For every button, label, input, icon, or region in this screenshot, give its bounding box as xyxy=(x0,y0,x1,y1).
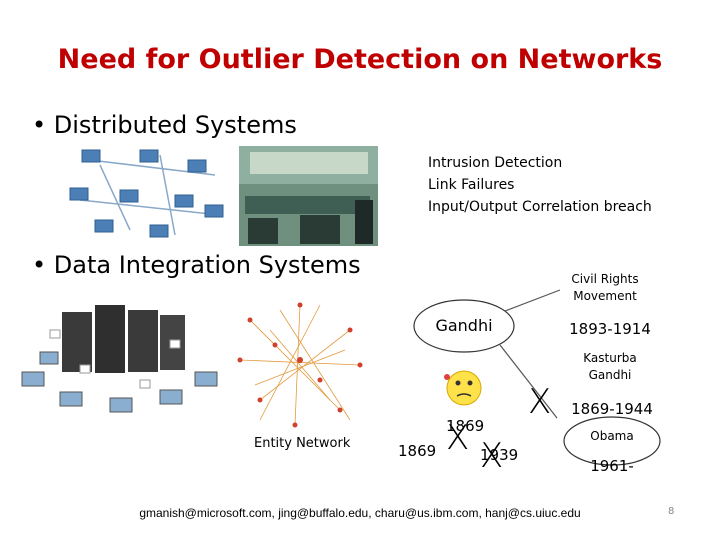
civil-rights-node: Civil Rights Movement xyxy=(571,272,639,303)
footer-emails: gmanish@microsoft.com, jing@buffalo.edu,… xyxy=(139,506,581,520)
edge-gandhi-kasturba xyxy=(499,344,558,419)
entity-network-nodes xyxy=(237,302,363,428)
x-mark-kasturba: X xyxy=(528,382,552,422)
bullet-distributed-systems: • Distributed Systems xyxy=(32,111,297,139)
page-number: 8 xyxy=(668,506,675,517)
x-mark-1869: X xyxy=(446,418,470,458)
x-mark-1939: X xyxy=(480,436,504,476)
control-room-photo xyxy=(239,146,378,246)
thinking-face-icon xyxy=(444,370,482,406)
year-label-c: 1939 xyxy=(480,446,519,464)
year-label-a: 1869 xyxy=(398,442,437,460)
issue-item: Link Failures xyxy=(428,177,515,193)
issue-item: Input/Output Correlation breach xyxy=(428,199,652,215)
issue-item: Intrusion Detection xyxy=(428,155,563,171)
entity-network-illustration xyxy=(239,304,361,426)
gandhi-years: 1893-1914 xyxy=(569,320,651,338)
kasturba-gandhi-node: Kasturba Gandhi xyxy=(583,351,637,382)
kasturba-years: 1869-1944 xyxy=(571,400,653,418)
gandhi-label: Gandhi xyxy=(435,316,493,335)
entity-network-label: Entity Network xyxy=(254,436,351,451)
obama-node-ellipse xyxy=(563,416,661,466)
distributed-issues-list: Intrusion Detection Link Failures Input/… xyxy=(428,152,652,218)
edge-gandhi-civil-rights xyxy=(504,289,561,312)
year-label-b: 1869 xyxy=(446,417,485,435)
server-rack-illustration xyxy=(21,305,218,413)
gandhi-node-ellipse xyxy=(413,299,515,353)
slide-title: Need for Outlier Detection on Networks xyxy=(57,44,663,75)
obama-label: Obama xyxy=(590,429,634,443)
network-computers-illustration xyxy=(69,149,224,238)
obama-years: 1961- xyxy=(590,457,634,475)
bullet-data-integration-systems: • Data Integration Systems xyxy=(32,251,361,279)
